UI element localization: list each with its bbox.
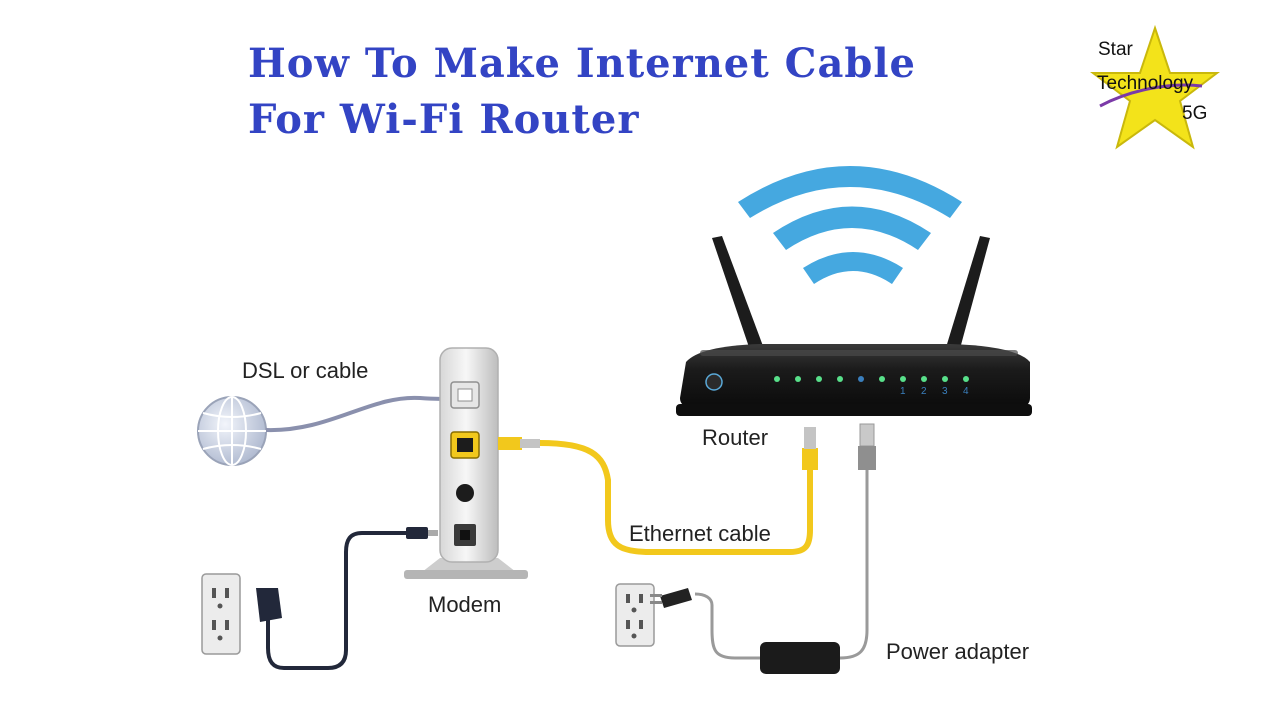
ethernet-cable [498,427,818,555]
router: 1 2 3 4 [676,344,1032,416]
power-adapter-label: Power adapter [886,639,1030,664]
power-adapter [694,592,840,674]
router-port-label: 2 [921,386,927,397]
modem-power-cable [256,527,438,670]
router-leds [774,376,969,382]
router-antenna-left [712,236,766,356]
router-label: Router [702,425,769,450]
ethernet-cable-label: Ethernet cable [629,521,771,546]
router-power-cable [839,423,876,660]
router-port-label: 1 [900,386,906,397]
logo-text-line-1: Star [1098,39,1133,60]
modem [439,347,499,563]
router-port-label: 4 [963,386,969,397]
globe-icon [197,396,267,466]
wall-outlet-icon [201,573,241,655]
wifi-icon [738,166,962,284]
title-line-2: For Wi-Fi Router [248,96,640,143]
wall-outlet-icon [615,583,655,647]
router-port-label: 3 [942,386,948,397]
router-antenna-right [944,236,990,356]
power-plug-icon [650,588,692,608]
modem-stand [404,558,528,579]
logo-text-line-2: Technology [1097,73,1194,94]
logo-text-line-3: 5G [1182,103,1208,124]
title-line-1: How To Make Internet Cable [248,40,916,87]
dsl-cable [265,395,466,433]
power-button-icon [705,373,723,391]
modem-label: Modem [428,592,502,617]
logo-swoosh [1099,83,1203,108]
dsl-label: DSL or cable [242,358,369,383]
